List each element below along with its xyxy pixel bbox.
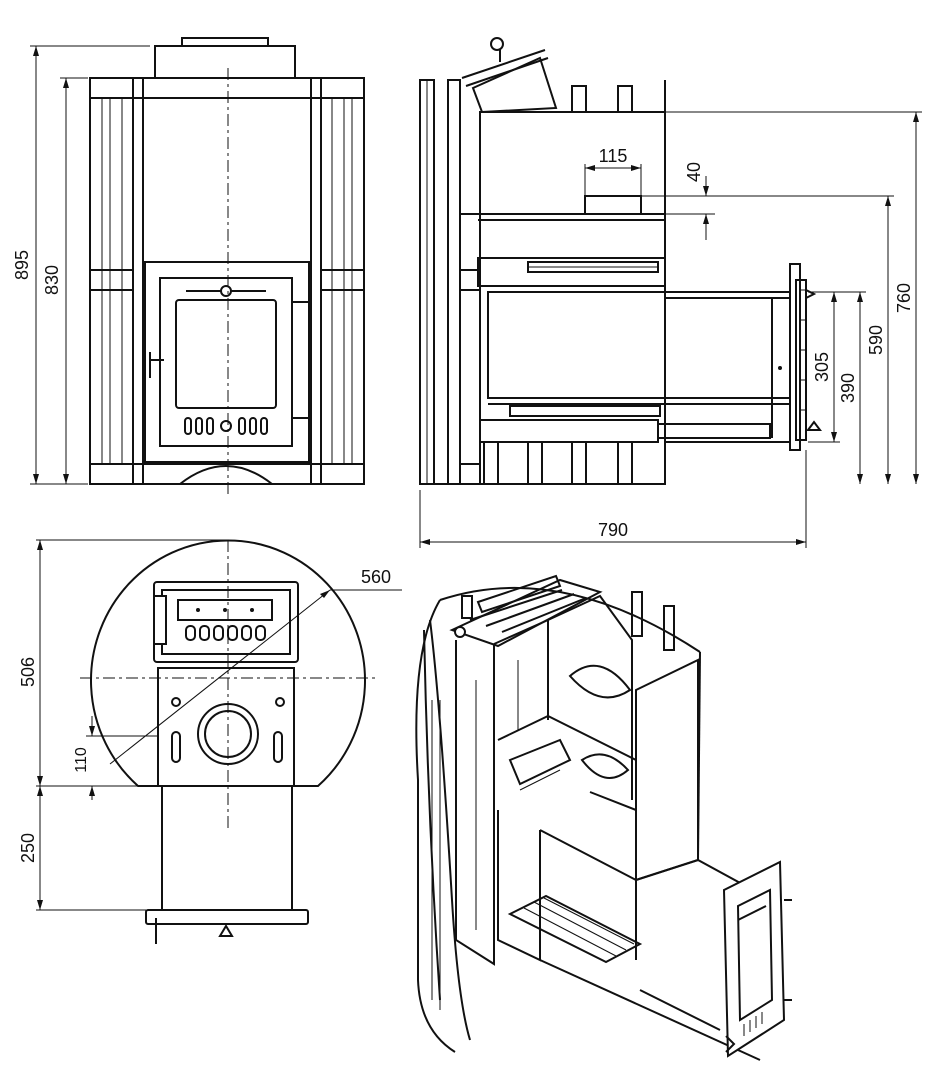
plan-view	[80, 539, 402, 944]
dim-305-label: 305	[812, 352, 832, 382]
dim-110-label: 110	[73, 747, 90, 773]
dim-40-label: 40	[684, 162, 704, 182]
plan-view-dimensions: 560 506 110 250	[18, 539, 391, 911]
dim-790-label: 790	[598, 520, 628, 540]
dim-250-label: 250	[18, 833, 38, 863]
dim-506-label: 506	[18, 657, 38, 687]
front-view	[89, 37, 365, 494]
dim-590-label: 590	[866, 325, 886, 355]
side-view	[419, 37, 822, 485]
dim-830-label: 830	[42, 265, 62, 295]
dim-895-label: 895	[12, 250, 32, 280]
dim-560-label: 560	[361, 567, 391, 587]
dim-760-label: 760	[894, 283, 914, 313]
front-view-dimensions: 895 830	[12, 45, 150, 485]
isometric-view	[415, 574, 792, 1061]
dim-390-label: 390	[838, 373, 858, 403]
side-view-dimensions: 115 40 760 590 390 305 790	[419, 111, 922, 548]
dim-115-label: 115	[599, 146, 628, 166]
